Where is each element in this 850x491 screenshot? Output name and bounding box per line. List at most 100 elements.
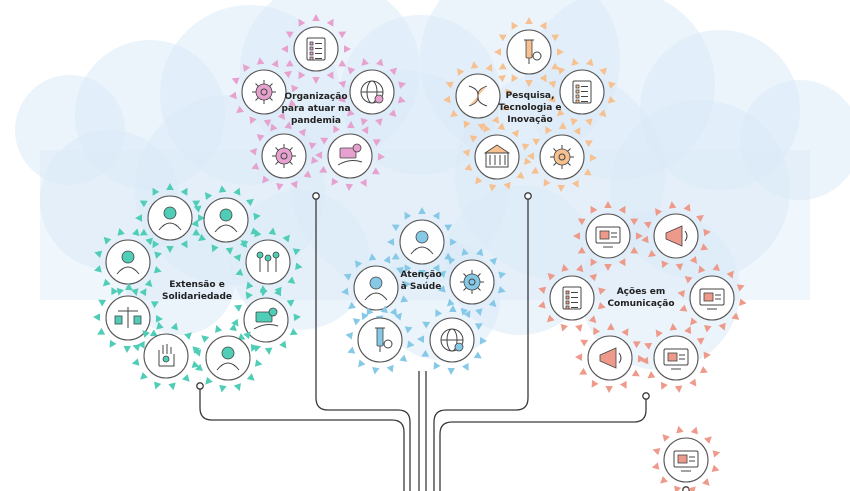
ring-triangle xyxy=(287,276,296,284)
ring-triangle xyxy=(254,359,263,367)
ring-triangle xyxy=(242,64,251,72)
ring-triangle xyxy=(315,151,323,159)
pesquisa-node-circle xyxy=(474,134,520,180)
ring-triangle xyxy=(347,66,356,75)
ring-triangle xyxy=(608,81,616,89)
ring-triangle xyxy=(494,48,501,56)
organizacao-node xyxy=(315,121,385,191)
vaccine-icon xyxy=(375,327,393,352)
ring-triangle xyxy=(688,486,696,491)
ring-triangle xyxy=(333,125,341,134)
ring-triangle xyxy=(372,139,381,147)
ring-triangle xyxy=(575,353,583,361)
ring-triangle xyxy=(704,436,712,444)
ring-triangle xyxy=(198,233,206,242)
pesquisa-node xyxy=(462,122,532,192)
ring-triangle xyxy=(150,301,159,309)
pesquisa-title-line: Inovação xyxy=(507,115,553,125)
ring-triangle xyxy=(636,232,643,240)
ring-triangle xyxy=(652,447,661,456)
ring-triangle xyxy=(589,154,597,162)
ring-triangle xyxy=(505,88,513,97)
connector-line xyxy=(433,196,529,491)
pesquisa-title-line: Pesquisa, xyxy=(505,91,555,101)
ring-triangle xyxy=(191,360,200,369)
ring-triangle xyxy=(584,140,593,148)
ring-triangle xyxy=(654,208,663,216)
ring-triangle xyxy=(149,329,158,337)
ring-triangle xyxy=(361,312,369,321)
ring-triangle xyxy=(438,270,447,278)
ring-triangle xyxy=(607,323,615,331)
checklist-screen-icon xyxy=(562,286,582,310)
ring-triangle xyxy=(246,281,254,290)
ring-triangle xyxy=(285,59,294,67)
ring-triangle xyxy=(559,122,567,130)
ring-triangle xyxy=(586,58,594,67)
ring-triangle xyxy=(193,205,202,213)
ring-triangle xyxy=(352,318,361,326)
ring-triangle xyxy=(320,137,329,145)
organizacao-title-line: para atuar na xyxy=(281,104,351,114)
virus-computer-icon xyxy=(550,145,574,169)
ring-triangle xyxy=(331,177,339,186)
acoes-node xyxy=(677,263,747,333)
atencao-title-line: à Saúde xyxy=(400,282,442,292)
connector-line xyxy=(199,386,405,491)
ring-triangle xyxy=(404,264,412,273)
ring-triangle xyxy=(456,68,465,76)
ring-triangle xyxy=(418,207,426,214)
ring-triangle xyxy=(198,214,205,222)
ring-triangle xyxy=(551,62,560,70)
ring-triangle xyxy=(573,127,581,136)
ring-triangle xyxy=(290,180,298,189)
ring-triangle xyxy=(632,341,641,349)
ring-triangle xyxy=(386,364,394,373)
ring-triangle xyxy=(276,183,284,191)
ring-triangle xyxy=(577,218,586,226)
ring-triangle xyxy=(511,74,519,83)
ring-triangle xyxy=(532,138,541,146)
masked-person-icon xyxy=(214,208,238,233)
family-icon xyxy=(256,251,280,272)
atencao-node xyxy=(387,207,457,277)
ring-triangle xyxy=(292,248,301,256)
ring-triangle xyxy=(298,71,306,80)
ring-triangle xyxy=(462,149,470,157)
ring-triangle xyxy=(166,183,174,190)
ring-triangle xyxy=(573,232,580,240)
ring-triangle xyxy=(597,302,606,310)
ring-triangle xyxy=(215,325,223,333)
ring-triangle xyxy=(383,255,391,264)
ring-triangle xyxy=(516,171,525,179)
ring-triangle xyxy=(576,264,584,273)
icon-nodes xyxy=(93,14,747,491)
ring-triangle xyxy=(445,81,454,89)
ring-triangle xyxy=(491,116,500,124)
ring-triangle xyxy=(461,248,469,256)
checklist-clipboard-icon xyxy=(306,37,326,61)
ring-triangle xyxy=(712,450,721,458)
ring-triangle xyxy=(245,291,253,300)
ring-triangle xyxy=(109,339,117,348)
ring-triangle xyxy=(668,201,677,209)
acoes-title: Ações em Comunicação xyxy=(598,286,684,310)
ring-triangle xyxy=(704,325,712,333)
ring-triangle xyxy=(598,287,606,295)
extensao-node xyxy=(131,321,201,391)
ring-triangle xyxy=(483,124,491,133)
ring-triangle xyxy=(153,266,162,274)
ring-triangle xyxy=(497,122,505,130)
ring-triangle xyxy=(503,181,511,190)
ring-triangle xyxy=(531,166,540,174)
ring-triangle xyxy=(422,321,431,329)
ring-triangle xyxy=(343,273,352,281)
ring-triangle xyxy=(396,266,404,275)
extensao-title-line: Extensão e xyxy=(169,280,225,290)
ring-triangle xyxy=(166,246,174,253)
ring-triangle xyxy=(236,105,244,114)
ring-triangle xyxy=(689,378,697,387)
ring-triangle xyxy=(684,276,693,284)
ring-triangle xyxy=(231,318,239,327)
ring-triangle xyxy=(475,176,483,185)
